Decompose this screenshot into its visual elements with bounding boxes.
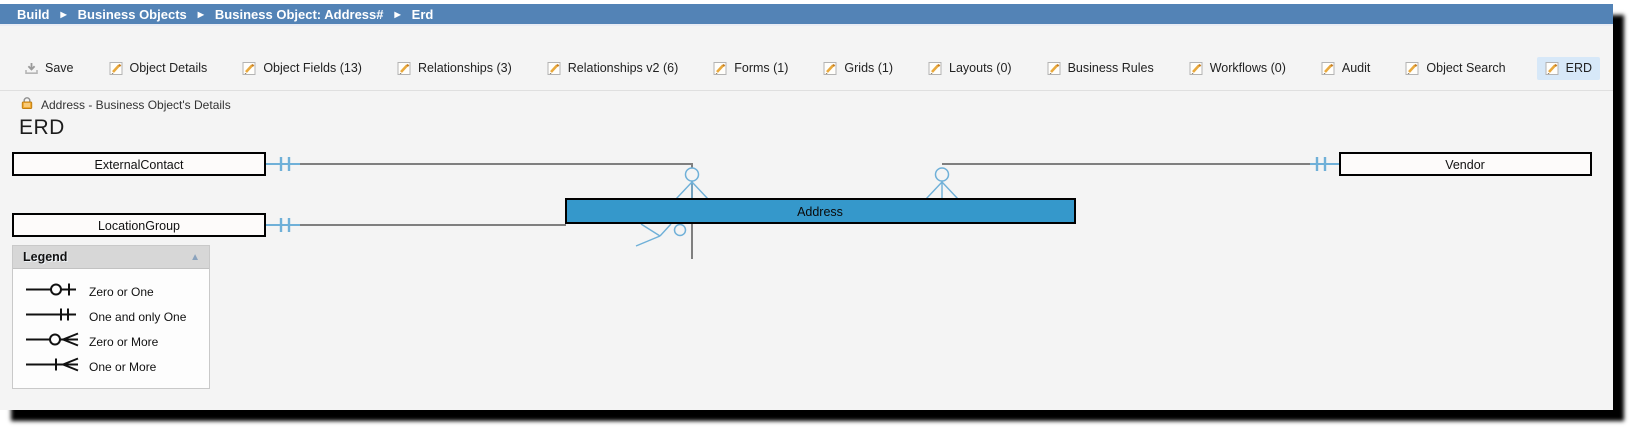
entity-externalcontact[interactable]: ExternalContact [12, 152, 266, 176]
page-title: ERD [19, 116, 65, 139]
pencil-icon [928, 61, 943, 76]
legend-panel: Legend ▲ Zero or One [12, 245, 210, 389]
one-and-only-one-symbol [279, 218, 291, 232]
legend-header[interactable]: Legend ▲ [13, 246, 209, 269]
toolbar-item-label: Workflows (0) [1209, 61, 1286, 75]
breadcrumb: Build ▶ Business Objects ▶ Business Obje… [0, 4, 1613, 26]
zero-or-more-icon [26, 332, 80, 352]
toolbar-item-label: Forms (1) [734, 61, 789, 75]
relationships-v2-button[interactable]: Relationships v2 (6) [543, 57, 682, 80]
entity-label: Address [797, 205, 843, 219]
relationship-externalcontact-address [266, 157, 709, 259]
entity-locationgroup[interactable]: LocationGroup [12, 213, 266, 237]
object-details-subheader: Address - Business Object's Details [20, 96, 231, 113]
crow-foot-symbol [640, 223, 672, 237]
pencil-icon [1047, 61, 1062, 76]
one-and-only-one-icon [26, 307, 80, 327]
business-rules-button[interactable]: Business Rules [1043, 57, 1158, 80]
pencil-icon [1405, 61, 1420, 76]
zero-symbol [934, 167, 950, 182]
grids-button[interactable]: Grids (1) [819, 57, 897, 80]
toolbar-item-label: Grids (1) [844, 61, 894, 75]
entity-vendor[interactable]: Vendor [1339, 152, 1592, 176]
legend-item-label: Zero or One [89, 284, 154, 299]
toolbar-item-label: Business Rules [1067, 61, 1154, 75]
toolbar-item-label: Save [45, 61, 74, 75]
object-search-button[interactable]: Object Search [1401, 57, 1509, 80]
toolbar-item-label: Audit [1341, 61, 1371, 75]
entity-address[interactable]: Address [565, 198, 1076, 224]
toolbar-item-label: Layouts (0) [949, 61, 1012, 75]
entity-label: ExternalContact [95, 158, 184, 172]
save-icon [24, 61, 39, 76]
zero-symbol [684, 167, 700, 182]
zero-or-one-icon [26, 282, 80, 302]
pencil-icon [242, 61, 257, 76]
object-fields-button[interactable]: Object Fields (13) [238, 57, 366, 80]
pencil-icon [1321, 61, 1336, 76]
toolbar-item-label: Object Details [129, 61, 208, 75]
crow-foot-symbol [675, 181, 709, 200]
toolbar-item-label: Relationships v2 (6) [567, 61, 679, 75]
toolbar-item-label: ERD [1565, 61, 1593, 75]
breadcrumb-separator-icon: ▶ [60, 9, 67, 19]
erd-diagram: ExternalContact LocationGroup Vendor Add… [12, 152, 1592, 259]
legend-item-label: One or More [89, 359, 157, 374]
zero-symbol [673, 223, 687, 237]
pencil-icon [823, 61, 838, 76]
pencil-icon [109, 61, 124, 76]
lock-icon [20, 96, 34, 113]
breadcrumb-item-build[interactable]: Build [17, 6, 50, 22]
subheader-label: Address - Business Object's Details [41, 97, 231, 112]
breadcrumb-item-business-objects[interactable]: Business Objects [77, 6, 187, 22]
save-button[interactable]: Save [20, 57, 78, 80]
legend-item-label: One and only One [89, 309, 187, 324]
legend-body: Zero or One One and only One [13, 269, 209, 388]
breadcrumb-item-business-object-address[interactable]: Business Object: Address# [214, 6, 384, 22]
pencil-icon [397, 61, 412, 76]
breadcrumb-separator-icon: ▶ [394, 9, 401, 19]
legend-item-label: Zero or More [89, 334, 159, 349]
erd-button[interactable]: ERD [1536, 56, 1601, 80]
pencil-icon [1545, 61, 1560, 76]
legend-title: Legend [23, 250, 68, 264]
legend-item-one-and-only-one: One and only One [13, 304, 209, 329]
relationships-button[interactable]: Relationships (3) [393, 57, 516, 80]
crow-foot-symbol [925, 181, 959, 200]
toolbar-divider [0, 90, 1613, 91]
one-and-only-one-symbol [279, 157, 291, 171]
pencil-icon [1189, 61, 1204, 76]
collapse-triangle-icon[interactable]: ▲ [190, 251, 200, 263]
one-and-only-one-symbol [1315, 157, 1327, 171]
toolbar-item-label: Object Fields (13) [263, 61, 362, 75]
application-window: Build ▶ Business Objects ▶ Business Obje… [0, 4, 1613, 410]
workflows-button[interactable]: Workflows (0) [1185, 57, 1290, 80]
legend-item-one-or-more: One or More [13, 354, 209, 379]
object-details-button[interactable]: Object Details [105, 57, 212, 80]
relationship-vendor-address [925, 157, 1340, 200]
relationship-locationgroup-address [266, 218, 687, 247]
toolbar: Save Object Details [20, 54, 1603, 82]
entity-label: LocationGroup [98, 219, 180, 233]
pencil-icon [547, 61, 562, 76]
audit-button[interactable]: Audit [1317, 57, 1375, 80]
layouts-button[interactable]: Layouts (0) [924, 57, 1016, 80]
entity-label: Vendor [1445, 158, 1485, 172]
legend-item-zero-or-one: Zero or One [13, 279, 209, 304]
breadcrumb-item-erd[interactable]: Erd [411, 6, 434, 22]
breadcrumb-separator-icon: ▶ [197, 9, 204, 19]
toolbar-item-label: Object Search [1426, 61, 1506, 75]
toolbar-item-label: Relationships (3) [417, 61, 512, 75]
pencil-icon [713, 61, 728, 76]
one-or-more-icon [26, 357, 80, 377]
legend-item-zero-or-more: Zero or More [13, 329, 209, 354]
forms-button[interactable]: Forms (1) [709, 57, 792, 80]
